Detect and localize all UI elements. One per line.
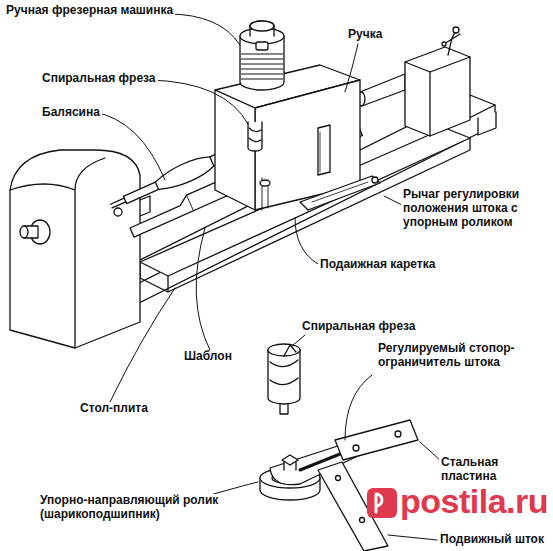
part-label: Подвижный шток — [438, 533, 546, 547]
steel-plate — [335, 420, 418, 460]
watermark: postila.ru — [398, 482, 550, 521]
leader-lines — [94, 14, 442, 540]
router-bit — [248, 122, 262, 151]
part-label: Шаблон — [182, 350, 234, 364]
tailstock — [357, 27, 470, 136]
part-label: Спиральная фреза — [300, 320, 418, 334]
part-label: Ручная фрезерная машинка — [4, 4, 175, 18]
part-label: Стол-плита — [78, 402, 150, 416]
adjust-lever — [300, 176, 380, 210]
moving-rod — [318, 462, 388, 551]
part-label: Рычаг регулировки положения штока с упор… — [401, 188, 551, 229]
part-label: Стальная пластина — [439, 456, 551, 484]
part-label: Упорно-направляющий ролик (шарикоподшипн… — [38, 494, 222, 522]
router-motor — [240, 21, 284, 90]
part-label: Регулируемый стопор-ограничитель штока — [376, 342, 530, 370]
watermark-icon — [367, 488, 397, 518]
headstock — [10, 150, 150, 348]
spiral-cutter-detail — [268, 344, 300, 414]
part-label: Спиральная фреза — [40, 72, 158, 86]
part-label: Подаижная каретка — [318, 258, 437, 272]
part-label: Балясина — [40, 106, 102, 120]
part-label: Ручка — [346, 28, 384, 42]
